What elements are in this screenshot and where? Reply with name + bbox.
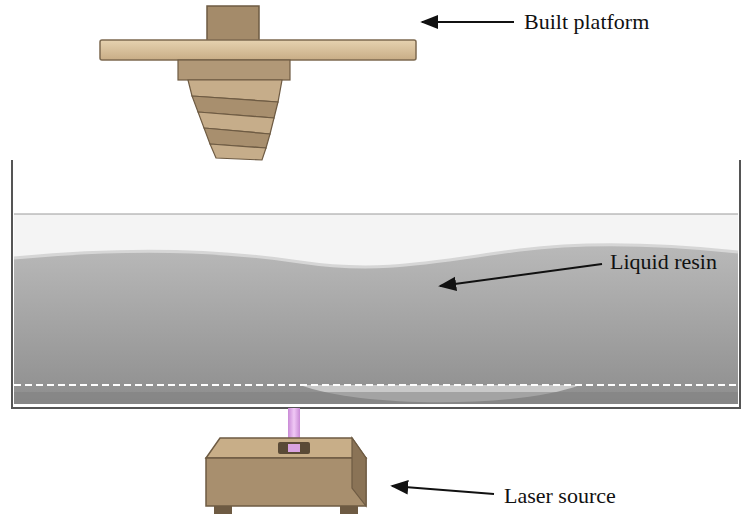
build-platform [100,6,416,160]
leader-arrow [392,486,494,494]
part-label: Laser source [504,484,616,508]
resin-vat [12,160,740,408]
leader-arrow [440,264,602,286]
part-label: Built platform [524,10,649,34]
laser-source [206,438,366,514]
leader-arrow [422,21,514,23]
part-label: Liquid resin [610,250,717,274]
